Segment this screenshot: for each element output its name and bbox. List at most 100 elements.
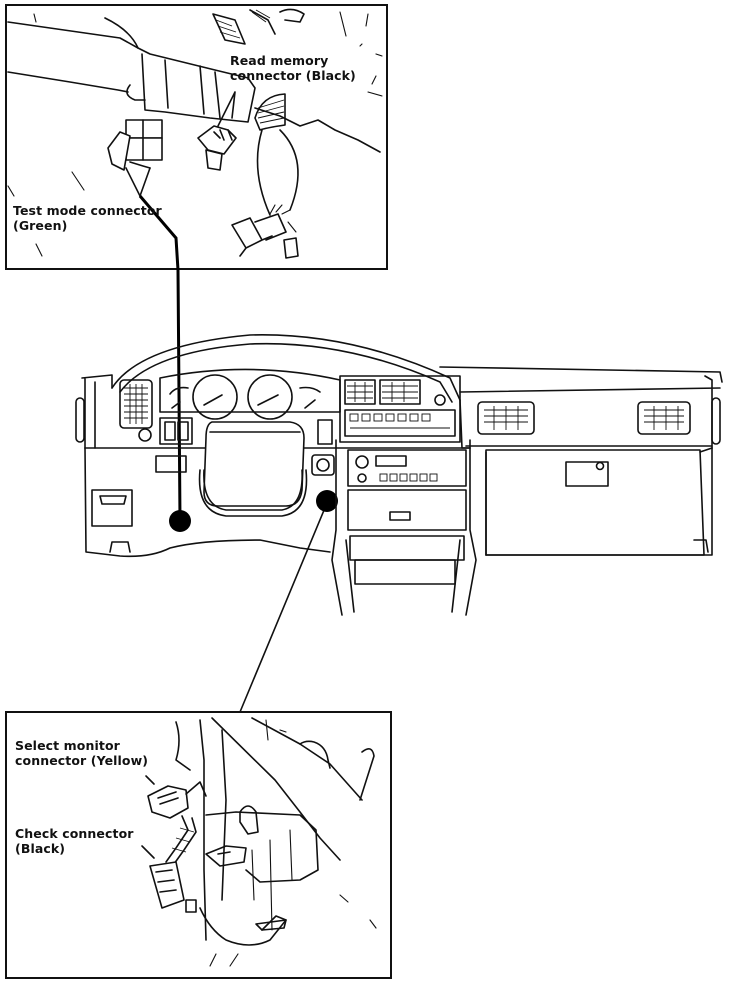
check-connector-leader — [141, 845, 155, 859]
callout-dot-top — [169, 510, 191, 532]
ignition-key-icon — [316, 458, 330, 472]
tachometer — [247, 374, 293, 420]
check-connector-latch — [185, 899, 197, 913]
dashboard — [75, 334, 723, 616]
column-lip — [126, 84, 146, 101]
read-memory-leader — [217, 91, 236, 127]
select-monitor-connector — [147, 781, 207, 819]
dash-right-top2 — [459, 387, 721, 393]
right-center-vent-grille — [484, 406, 528, 430]
bracket-clip — [205, 845, 247, 867]
select-monitor-connector-lead — [185, 781, 207, 797]
column-cover-bottom — [7, 71, 129, 93]
harness-wire-2 — [279, 129, 299, 211]
bracket-post — [199, 719, 207, 941]
console-left-inner — [345, 539, 355, 613]
bracket-lower — [199, 907, 287, 946]
left-pocket-handle — [99, 495, 127, 505]
test-mode-connector-bottom — [125, 137, 163, 161]
lower-connector-a — [231, 217, 273, 257]
left-pocket — [91, 489, 133, 527]
radio-unit — [347, 449, 467, 487]
select-monitor-connector-slot — [157, 791, 179, 805]
center-storage-handle — [389, 511, 411, 521]
label-select-monitor-line2: connector (Yellow) — [15, 753, 149, 768]
dash-lower-right — [485, 447, 713, 556]
test-mode-leader-right — [139, 167, 151, 197]
test-mode-connector-lead — [129, 161, 151, 169]
console-right — [465, 439, 477, 616]
radio-knob-left — [355, 455, 369, 469]
label-test-mode: Test mode connector (Green) — [13, 203, 162, 233]
right-post — [359, 748, 375, 801]
dash-right-end — [704, 375, 713, 449]
climate-control-panel — [344, 409, 456, 437]
upper-part-b — [249, 8, 305, 35]
speedometer — [192, 374, 238, 420]
bracket-dashes — [251, 829, 293, 931]
hatch — [251, 11, 267, 23]
lower-connector-b — [254, 213, 287, 241]
left-side-vent — [75, 397, 85, 443]
label-read-memory-line2: connector (Black) — [230, 68, 356, 83]
upper-curve — [104, 17, 139, 49]
callout-dot-bottom — [316, 490, 338, 512]
label-read-memory: Read memory connector (Black) — [230, 53, 356, 83]
column-cover-top — [7, 21, 249, 79]
right-center-vent — [477, 401, 535, 435]
hood-release — [109, 541, 131, 553]
label-test-mode-line1: Test mode connector — [13, 203, 162, 218]
glove-box-lock — [595, 461, 605, 471]
read-memory-connector-plug — [205, 149, 223, 171]
left-vent-grille — [124, 384, 148, 424]
right-switch — [317, 419, 333, 445]
console-cupholder — [354, 559, 456, 585]
radio-display — [375, 455, 407, 467]
center-vent-left — [344, 379, 376, 405]
hatch — [217, 25, 237, 33]
harness — [254, 93, 286, 131]
steering-hub — [203, 421, 305, 507]
left-knob — [138, 428, 152, 442]
harness-wire-1 — [256, 129, 271, 216]
hatch — [257, 111, 285, 119]
bracket-body — [205, 811, 319, 883]
center-tray — [349, 535, 465, 561]
test-mode-connector — [107, 119, 163, 171]
tick-marks-bottom — [209, 719, 377, 967]
hatch — [255, 9, 271, 19]
label-select-monitor: Select monitor connector (Yellow) — [15, 738, 148, 768]
center-vent-grille — [347, 382, 418, 402]
callout-line-bottom — [239, 502, 328, 713]
left-switch-b — [177, 421, 189, 441]
label-check-line2: (Black) — [15, 841, 66, 856]
hatch — [257, 99, 285, 109]
bracket-post-2 — [221, 729, 227, 901]
dash-hood-inner — [119, 342, 453, 403]
glove-box-latch — [565, 461, 609, 487]
speedometer-needle — [203, 394, 223, 406]
check-connector — [149, 861, 197, 913]
column-collar — [164, 59, 221, 119]
dash-right-top — [439, 366, 723, 383]
label-check-line1: Check connector — [15, 826, 134, 841]
steering-wheel-ring — [198, 469, 308, 517]
center-storage — [347, 489, 467, 531]
dash-edge-diagonal-2 — [251, 717, 363, 801]
center-vent-right — [379, 379, 421, 405]
test-mode-connector-side — [107, 131, 131, 171]
glove-box — [485, 449, 705, 556]
tachometer-needle — [257, 394, 279, 406]
left-vent — [119, 379, 153, 429]
hatch — [219, 31, 241, 39]
console-left — [331, 439, 343, 616]
check-connector-pins — [155, 869, 177, 893]
label-select-monitor-line1: Select monitor — [15, 738, 120, 753]
right-side-vent — [711, 397, 721, 445]
right-outer-vent-grille — [644, 406, 684, 430]
radio-knob-small — [357, 473, 367, 483]
upper-bump — [299, 740, 331, 769]
top-inset-frame — [5, 4, 388, 270]
read-memory-connector-pins — [213, 129, 233, 141]
tick-marks — [7, 11, 383, 257]
